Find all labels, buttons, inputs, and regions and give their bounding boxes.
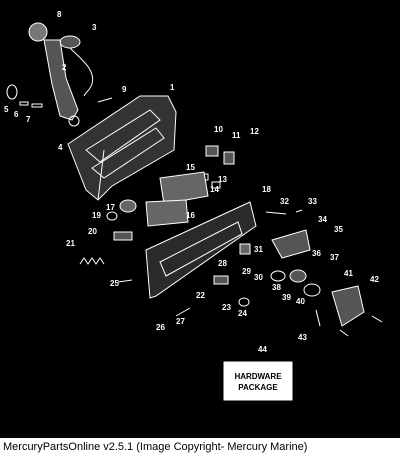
callout-number: 40: [296, 297, 305, 306]
callout-number: 36: [312, 249, 321, 258]
callout-number: 44: [258, 345, 267, 354]
diagram-canvas: HARDWARE PACKAGE 1 2 3 4 5 6 7 8 9 10 11…: [0, 0, 400, 438]
callout-number: 1: [170, 83, 175, 92]
callout-number: 13: [218, 175, 227, 184]
callout-number: 5: [4, 105, 9, 114]
callout-number: 15: [186, 163, 195, 172]
callout-number: 10: [214, 125, 223, 134]
callout-number: 9: [122, 85, 127, 94]
callout-number: 11: [232, 131, 241, 140]
lower-hardware-part: [117, 275, 250, 317]
hardware-package-box: HARDWARE PACKAGE: [223, 361, 293, 401]
callout-number: 24: [238, 309, 247, 318]
callout-number: 26: [156, 323, 165, 332]
callout-number: 12: [250, 127, 259, 136]
callout-number: 34: [318, 215, 327, 224]
callout-number: 23: [222, 303, 231, 312]
callout-number: 7: [26, 115, 31, 124]
screw-washer-parts: [6, 84, 43, 108]
callout-number: 16: [186, 211, 195, 220]
lever-plate-part: [331, 285, 365, 327]
callout-number: 8: [57, 10, 62, 19]
callout-number: 43: [298, 333, 307, 342]
callout-number: 19: [92, 211, 101, 220]
callout-number: 33: [308, 197, 317, 206]
callout-number: 37: [330, 253, 339, 262]
callout-number: 4: [58, 143, 63, 152]
callout-number: 2: [62, 63, 67, 72]
callout-number: 3: [92, 23, 97, 32]
exploded-parts-diagram: HARDWARE PACKAGE 1 2 3 4 5 6 7 8 9 10 11…: [4, 10, 383, 401]
callout-number: 38: [272, 283, 281, 292]
copyright-footer: MercuryPartsOnline v2.5.1 (Image Copyrig…: [0, 438, 400, 456]
callout-number: 41: [344, 269, 353, 278]
cam-parts: [106, 211, 133, 241]
callout-number: 18: [262, 185, 271, 194]
callout-numbers: 1 2 3 4 5 6 7 8 9 10 11 12 13 14 15 16 1…: [4, 10, 379, 354]
base-plate-part: [145, 201, 257, 299]
callout-number: 22: [196, 291, 205, 300]
knob-part: [28, 22, 48, 42]
callout-number: 35: [334, 225, 343, 234]
callout-number: 31: [254, 245, 263, 254]
callout-number: 39: [282, 293, 291, 302]
callout-number: 42: [370, 275, 379, 284]
callout-number: 30: [254, 273, 263, 282]
washer-parts: [270, 269, 321, 297]
callout-number: 27: [176, 317, 185, 326]
callout-number: 25: [110, 279, 119, 288]
callout-number: 20: [88, 227, 97, 236]
right-pins-part: [265, 209, 303, 215]
lever-bracket-part: [271, 229, 311, 259]
callout-number: 6: [14, 110, 19, 119]
gear-shaft-part: [159, 171, 209, 205]
pin-part: [97, 97, 113, 103]
spring-part: [79, 257, 105, 265]
callout-number: 29: [242, 267, 251, 276]
callout-number: 28: [218, 259, 227, 268]
hardware-package-line1: HARDWARE: [234, 372, 282, 381]
switch-plate-part: [59, 35, 94, 97]
switch-part: [239, 243, 251, 255]
shaft-gear-part: [119, 199, 189, 227]
callout-number: 17: [106, 203, 115, 212]
housing-part: [67, 95, 177, 201]
handle-arm-part: [43, 39, 80, 127]
hardware-package-line2: PACKAGE: [238, 383, 278, 392]
callout-number: 21: [66, 239, 75, 248]
right-bottom-hardware-part: [315, 309, 383, 337]
callout-number: 14: [210, 185, 219, 194]
callout-number: 32: [280, 197, 289, 206]
